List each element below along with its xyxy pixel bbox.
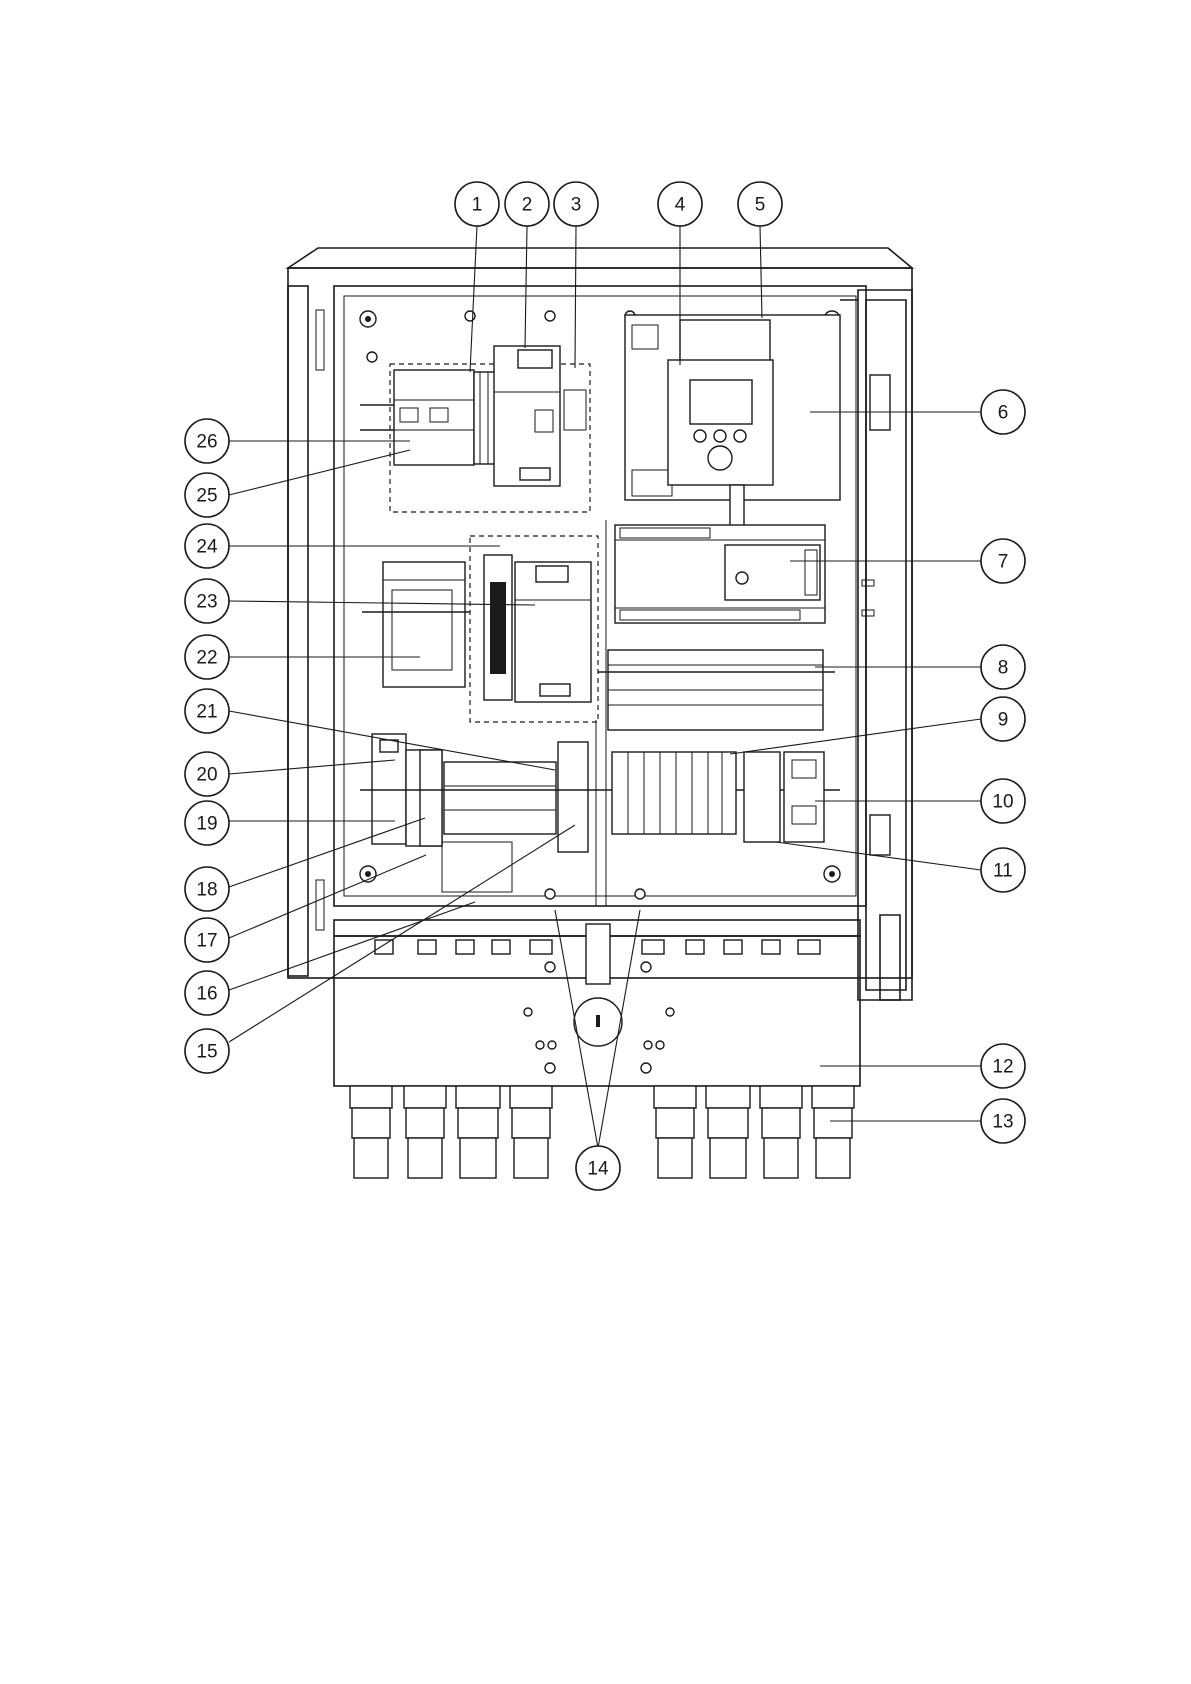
callout-label: 12 (992, 1057, 1013, 1078)
callout-label: 5 (755, 195, 766, 216)
callout-label: 18 (196, 880, 217, 901)
callout-23: 23 (185, 579, 229, 623)
callout-label: 24 (196, 537, 218, 558)
callout-label: 21 (196, 702, 217, 723)
callout-label: 2 (522, 195, 533, 216)
open-door (858, 290, 912, 1000)
terminal-block-row (598, 650, 835, 730)
callout-16: 16 (185, 971, 229, 1015)
callout-label: 15 (196, 1042, 217, 1063)
callout-18: 18 (185, 867, 229, 911)
callout-17: 17 (185, 918, 229, 962)
callout-label: 9 (998, 710, 1009, 731)
callout-1: 1 (455, 182, 499, 226)
callout-label: 20 (196, 765, 217, 786)
callout-9: 9 (981, 697, 1025, 741)
callout-3: 3 (554, 182, 598, 226)
callout-4: 4 (658, 182, 702, 226)
upper-left-module-group (360, 346, 590, 512)
callout-5: 5 (738, 182, 782, 226)
callout-15: 15 (185, 1029, 229, 1073)
callout-label: 25 (196, 486, 217, 507)
callout-label: 7 (998, 552, 1009, 573)
callout-label: 8 (998, 658, 1009, 679)
callout-label: 10 (992, 792, 1013, 813)
callout-label: 26 (196, 432, 217, 453)
frequency-converter (625, 300, 858, 533)
callout-13: 13 (981, 1099, 1025, 1143)
callout-14: 14 (576, 1146, 620, 1190)
callout-label: 4 (675, 195, 686, 216)
callout-8: 8 (981, 645, 1025, 689)
callout-label: 1 (472, 195, 483, 216)
callout-20: 20 (185, 752, 229, 796)
callout-26: 26 (185, 419, 229, 463)
callout-10: 10 (981, 779, 1025, 823)
callout-label: 16 (196, 984, 217, 1005)
plc-module (615, 525, 825, 623)
callout-22: 22 (185, 635, 229, 679)
callout-11: 11 (981, 848, 1025, 892)
callout-24: 24 (185, 524, 229, 568)
callout-label: 6 (998, 403, 1009, 424)
callout-label: 17 (196, 931, 217, 952)
callout-label: 11 (993, 861, 1013, 882)
callout-label: 3 (571, 195, 582, 216)
callout-label: 13 (992, 1112, 1013, 1133)
callout-label: 14 (587, 1159, 609, 1180)
cable-gland-plate (334, 920, 860, 1086)
callout-label: 22 (196, 648, 217, 669)
callout-label: 19 (196, 814, 217, 835)
callout-12: 12 (981, 1044, 1025, 1088)
callout-6: 6 (981, 390, 1025, 434)
callout-7: 7 (981, 539, 1025, 583)
callout-25: 25 (185, 473, 229, 517)
middle-left-module-group (362, 536, 598, 722)
callout-21: 21 (185, 689, 229, 733)
callout-label: 23 (196, 592, 217, 613)
relay-row (596, 752, 840, 842)
callout-2: 2 (505, 182, 549, 226)
callout-19: 19 (185, 801, 229, 845)
